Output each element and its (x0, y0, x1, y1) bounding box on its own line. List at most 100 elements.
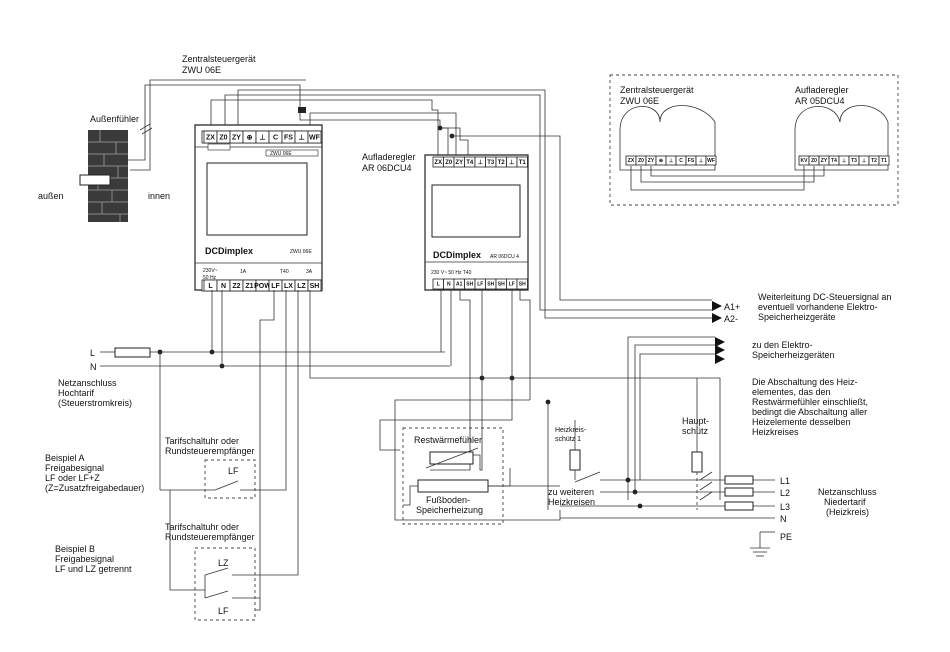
note-2: elementes, das den (752, 387, 831, 397)
zwu-bottom-terminal-label: POW (254, 283, 271, 290)
zwu-bottom-terminal-label: N (221, 283, 226, 290)
floor-heater-icon (417, 479, 489, 493)
inset-right-terminal-label: T4 (831, 158, 837, 164)
zwu-bottom-terminal-label: Z1 (245, 283, 253, 290)
example-b-contact-1: LZ (218, 558, 229, 568)
example-b-contact-2: LF (218, 606, 229, 616)
adr-bottom-terminal-label: SH (498, 282, 505, 288)
more-circuits-1: zu weiteren (548, 487, 594, 497)
example-a-contact: LF (228, 466, 239, 476)
example-a-box (204, 459, 256, 499)
zwu-bottom-terminal-label: SH (310, 283, 320, 290)
zwu-top-terminal-label: ⊕ (247, 135, 253, 142)
zwu-top-terminal-label: ZY (232, 135, 241, 142)
inset-box (609, 74, 899, 206)
adr-spec: 230 V~ 50 Hz T40 (431, 270, 472, 276)
sensor-inside-label: innen (148, 191, 170, 201)
inset-right-terminal-label: ZY (821, 158, 828, 164)
inset-right-terminal-label: Z0 (811, 158, 817, 164)
mains-high-1: Netzanschluss (818, 487, 877, 497)
note-1: Die Abschaltung des Heiz- (752, 377, 858, 387)
adr-top-terminal-label: ⊥ (509, 159, 514, 166)
heating-floor-2: Speicherheizung (416, 505, 483, 515)
heater-line-3 (639, 353, 715, 480)
adr-bottom-terminal-label: L (437, 282, 440, 288)
adr-bottom-terminal-label: A1 (456, 282, 463, 288)
example-a-1: Beispiel A (45, 453, 85, 463)
mains-low-2: Hochtarif (58, 388, 95, 398)
arrow-icon (715, 354, 725, 364)
sensor-wire-2 (130, 79, 306, 171)
adr-display (431, 184, 521, 238)
inset-right-title-1: Aufladeregler (795, 85, 849, 95)
more-circuits-2: Heizkreisen (548, 497, 595, 507)
inset-left-terminal-label: ⊥ (699, 158, 704, 164)
adr-title-2: AR 06DCU4 (362, 163, 412, 173)
heaters-text-1: zu den Elektro- (752, 340, 813, 350)
zwu-top-terminal-label: FS (284, 135, 293, 142)
zwu-spec-3a: 3A (306, 269, 313, 275)
switch-contact-icon (699, 491, 713, 501)
zwu-spec-fuse: 1A (240, 269, 247, 275)
zwu-top-terminal-label: C (273, 135, 278, 142)
mains-low-3: (Steuerstromkreis) (58, 398, 132, 408)
main-contactor-1: Haupt- (682, 416, 709, 426)
inset-right-terminal-label: ⊥ (842, 158, 847, 164)
mains-high-2: Niedertarif (824, 497, 866, 507)
adr-top-terminal-box (516, 156, 528, 168)
main-contactor-2: schütz (682, 426, 709, 436)
zwu-model: ZWU 06E (290, 249, 312, 255)
heaters-text-2: Speicherheizgeräten (752, 350, 835, 360)
adr-top-terminal-label: T2 (498, 160, 506, 166)
arrow-icon (712, 301, 722, 311)
adr-top-terminal-label: ⊥ (478, 159, 483, 166)
inset-right-terminal-label: KV (801, 158, 809, 164)
sensor-probe-icon (79, 174, 111, 186)
inset-left-terminal-label: WF (707, 158, 715, 164)
adr-model: AR 06DCU 4 (490, 254, 519, 260)
wire-splice (298, 107, 306, 113)
bus-wire-z0 (224, 94, 712, 311)
example-b-device-2: Rundsteuerempfänger (165, 532, 255, 542)
adr-top-terminal-label: Z0 (445, 160, 453, 166)
example-a-device-2: Rundsteuerempfänger (165, 446, 255, 456)
mains-l-label: L (90, 348, 95, 358)
example-b-box (194, 547, 256, 621)
zwu-bottom-terminal-label: LX (284, 283, 293, 290)
zwu-bottom-terminal-label: L (208, 283, 213, 290)
adr-top-terminal-label: T4 (466, 160, 474, 166)
bus-wire-a1 (452, 135, 712, 301)
output-a1: A1+ (724, 302, 740, 312)
inset-left-terminal-label: Z0 (638, 158, 644, 164)
inset-wire-3 (650, 166, 825, 177)
switch-contact-icon (204, 567, 229, 576)
zwu-top-terminal-label: Z0 (219, 135, 227, 142)
inset-left-terminal-label: ⊕ (659, 158, 663, 164)
note-6: Heizkreises (752, 427, 799, 437)
switch-contact-icon (699, 471, 713, 481)
fuse-icon (724, 501, 754, 511)
inset-left-terminal-label: C (679, 158, 683, 164)
example-b-3: LF und LZ getrennt (55, 564, 132, 574)
zwu-title-1: Zentralsteuergerät (182, 54, 256, 64)
adr-bottom-terminal-label: N (447, 282, 451, 288)
adr-top-terminal-label: ZY (455, 160, 463, 166)
example-a-4: (Z=Zusatzfreigabedauer) (45, 483, 144, 493)
pe-label: PE (780, 532, 792, 542)
zwu-bottom-terminal-label: Z2 (232, 283, 240, 290)
zwu-device: ZWU 06E DCDimplex ZWU 06E 230V~ 50 Hz 1A… (194, 124, 323, 292)
sensor-wire-1 (120, 84, 301, 161)
neutral-label: N (780, 514, 787, 524)
adr-top-terminal-label: ZX (434, 160, 442, 166)
fuse-icon (724, 487, 754, 497)
zwu-top-terminal-label: ZX (206, 135, 215, 142)
sensor-title: Außenfühler (90, 114, 139, 124)
contactor-1-label-2: schütz 1 (555, 436, 581, 443)
variable-arrow-icon (425, 447, 479, 469)
fuse-icon (724, 475, 754, 485)
forward-text-1: Weiterleitung DC-Steuersignal an (758, 292, 891, 302)
example-a-3: LF oder LF+Z (45, 473, 100, 483)
